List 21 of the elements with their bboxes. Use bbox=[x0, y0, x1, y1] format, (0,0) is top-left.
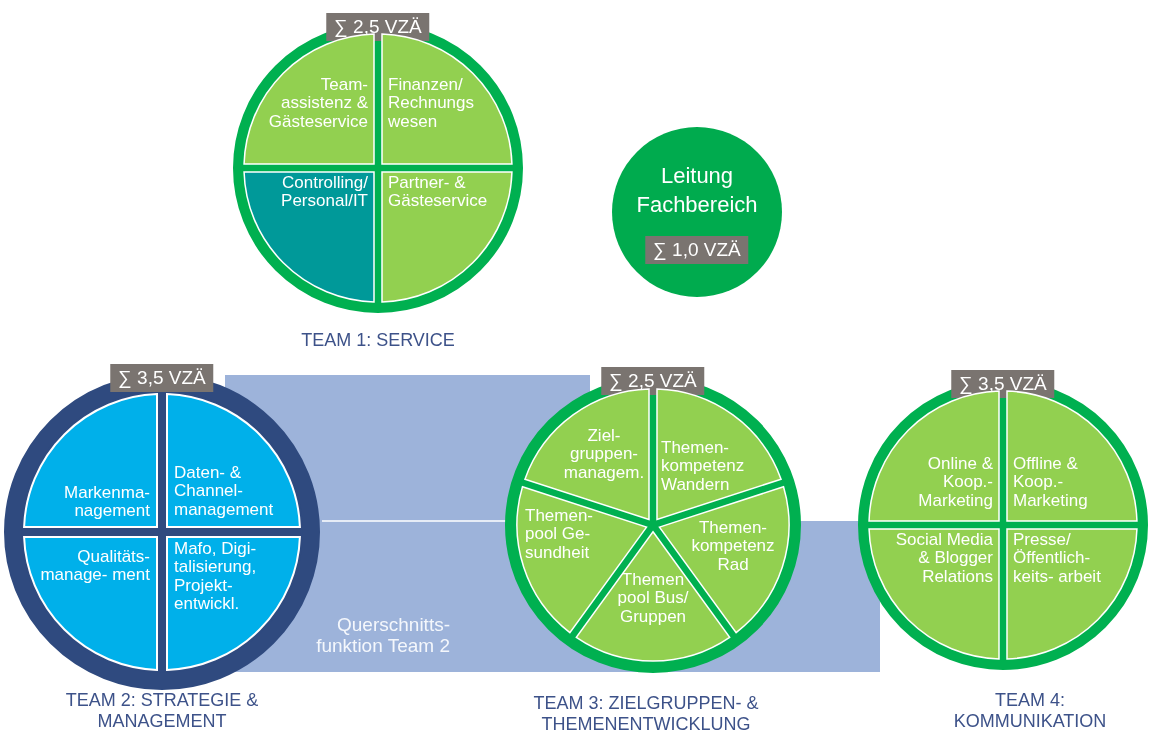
team-label: TEAM 4: KOMMUNIKATION bbox=[952, 690, 1108, 732]
pie-segment: Daten- & Channel- management bbox=[166, 393, 301, 528]
pie-segment: Partner- & Gästeservice bbox=[381, 171, 513, 303]
pie-segment: Offline & Koop.- Marketing bbox=[1006, 390, 1138, 522]
team-label: TEAM 2: STRATEGIE & MANAGEMENT bbox=[64, 690, 260, 732]
circle-title: Leitung Fachbereich bbox=[635, 162, 759, 219]
team-circle bbox=[233, 13, 523, 313]
pie-segment: Markenma- nagement bbox=[23, 393, 159, 529]
pie-segment: Social Media & Blogger Relations bbox=[868, 527, 1000, 660]
pie-segment: Controlling/ Personal/IT bbox=[243, 170, 375, 303]
pie-segment: Presse/ Öffentlich- keits- arbeit bbox=[1006, 528, 1138, 660]
team-label: TEAM 3: ZIELGRUPPEN- & THEMENENTWICKLUNG bbox=[532, 693, 760, 735]
pie-segment: Qualitäts- manage- ment bbox=[23, 535, 158, 671]
team-circle bbox=[858, 370, 1148, 670]
fte-tag: ∑ 3,5 VZÄ bbox=[110, 364, 214, 392]
team-label: TEAM 1: SERVICE bbox=[300, 330, 456, 351]
pie-segment: Mafo, Digi- talisierung, Projekt- entwickl. bbox=[166, 535, 301, 671]
lead-circle bbox=[612, 127, 782, 297]
team-circle bbox=[505, 367, 801, 673]
pie-segment: Finanzen/ Rechnungs wesen bbox=[381, 33, 513, 165]
fte-tag: ∑ 1,0 VZÄ bbox=[645, 236, 749, 264]
